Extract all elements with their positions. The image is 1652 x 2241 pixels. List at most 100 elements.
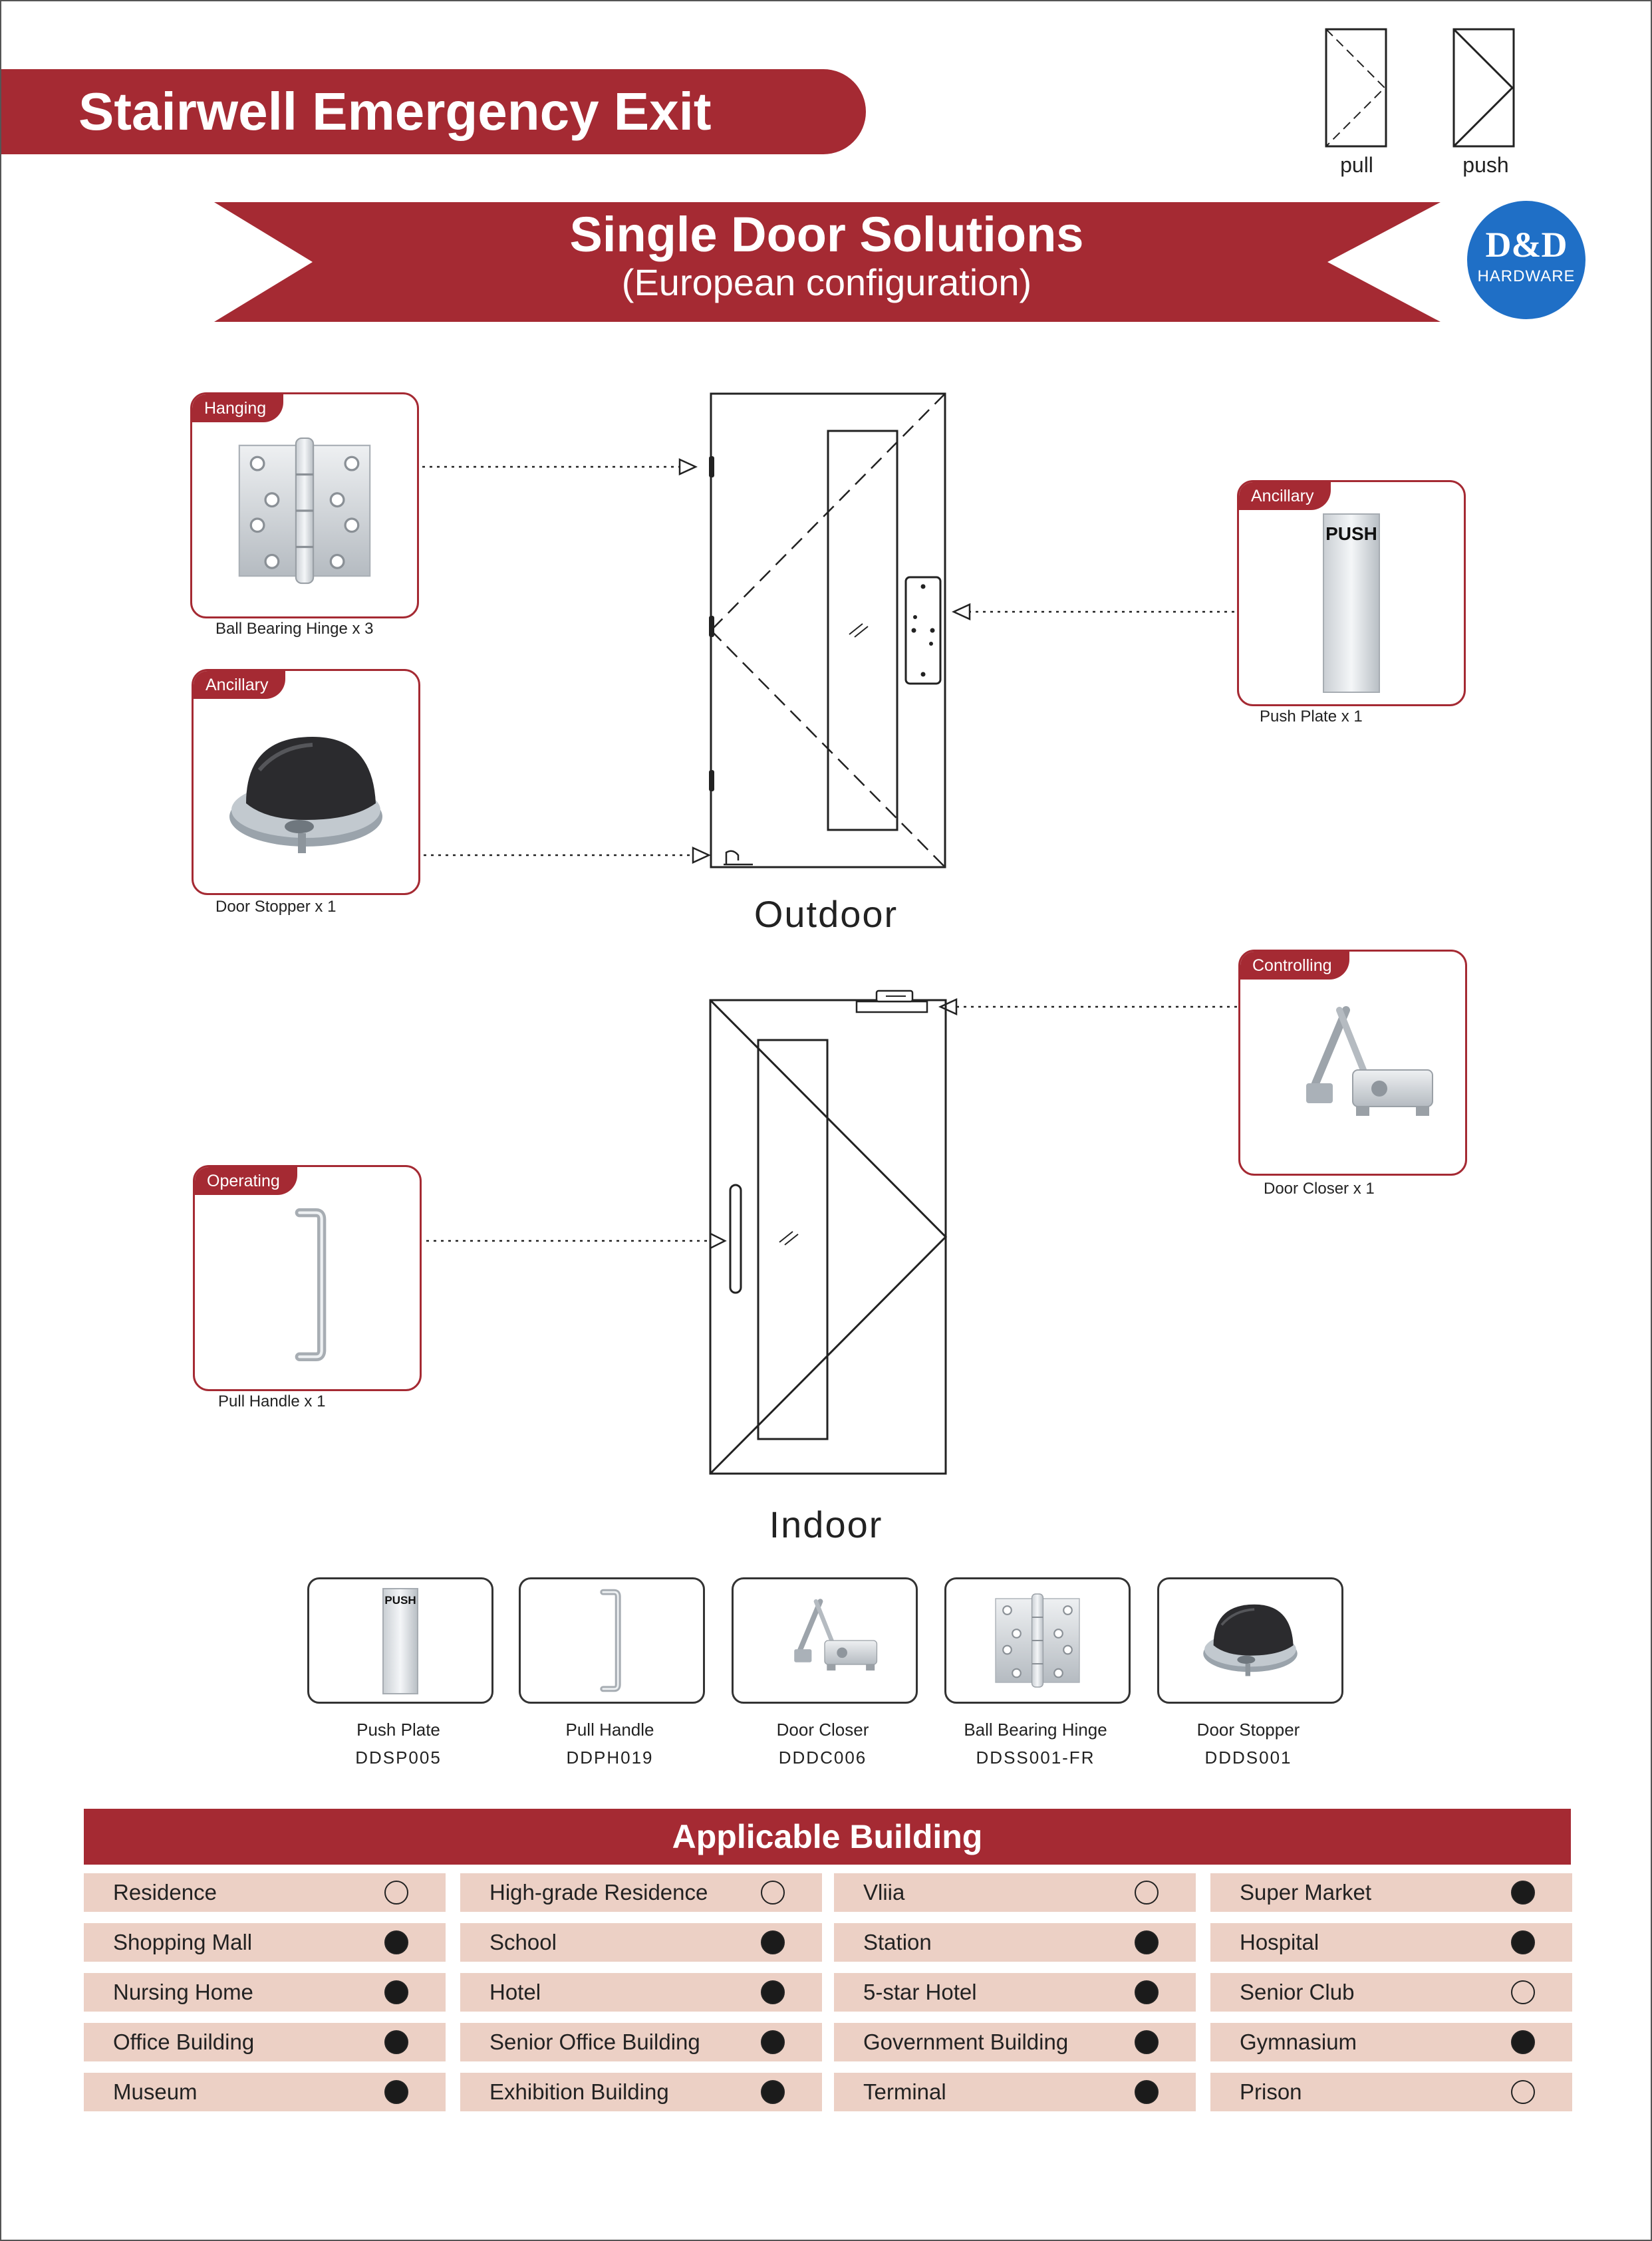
filled-circle-icon bbox=[384, 2080, 408, 2104]
applicable-row: School bbox=[460, 1923, 822, 1962]
push-legend-label: push bbox=[1462, 153, 1509, 177]
outdoor-door-diagram bbox=[709, 392, 946, 868]
building-name: Senior Office Building bbox=[489, 2030, 700, 2054]
empty-circle-icon bbox=[761, 1881, 785, 1905]
push-legend-icon bbox=[1452, 28, 1515, 148]
callout-hanging: Hanging bbox=[190, 392, 419, 618]
building-name: Terminal bbox=[863, 2079, 946, 2104]
filled-circle-icon bbox=[1135, 1980, 1159, 2004]
ribbon-banner bbox=[214, 202, 1441, 322]
door-closer-icon bbox=[734, 1579, 916, 1702]
applicable-row: Exhibition Building bbox=[460, 2073, 822, 2111]
ribbon-title: Single Door Solutions bbox=[569, 207, 1084, 262]
applicable-row: High-grade Residence bbox=[460, 1873, 822, 1912]
page-title: Stairwell Emergency Exit bbox=[78, 82, 712, 141]
push-plate-icon bbox=[382, 1588, 418, 1694]
pull-handle-icon bbox=[195, 1167, 420, 1389]
filled-circle-icon bbox=[761, 2030, 785, 2054]
push-plate-icon bbox=[1323, 513, 1380, 693]
filled-circle-icon bbox=[1135, 2080, 1159, 2104]
callout-controlling: Controlling bbox=[1238, 950, 1467, 1176]
door-closer-icon bbox=[1240, 952, 1465, 1174]
applicable-row: Government Building bbox=[834, 2023, 1196, 2061]
callout-caption: Ball Bearing Hinge x 3 bbox=[215, 620, 374, 638]
building-name: Vliia bbox=[863, 1880, 905, 1905]
filled-circle-icon bbox=[1135, 2030, 1159, 2054]
building-name: Government Building bbox=[863, 2030, 1069, 2054]
filled-circle-icon bbox=[761, 1930, 785, 1954]
applicable-row: Residence bbox=[84, 1873, 446, 1912]
product-code: DDSP005 bbox=[355, 1748, 442, 1768]
brand-logo-main: D&D bbox=[1485, 225, 1568, 265]
applicable-row: Senior Office Building bbox=[460, 2023, 822, 2061]
building-name: Hospital bbox=[1240, 1930, 1319, 1954]
product-code: DDDC006 bbox=[778, 1748, 867, 1768]
empty-circle-icon bbox=[384, 1881, 408, 1905]
building-name: Shopping Mall bbox=[113, 1930, 253, 1954]
applicable-header bbox=[84, 1809, 1571, 1865]
applicable-row: Senior Club bbox=[1210, 1973, 1572, 2012]
applicable-title: Applicable Building bbox=[672, 1818, 983, 1855]
callout-tag: Operating bbox=[195, 1167, 297, 1195]
filled-circle-icon bbox=[761, 2080, 785, 2104]
filled-circle-icon bbox=[1511, 1881, 1535, 1905]
filled-circle-icon bbox=[761, 1980, 785, 2004]
building-name: Super Market bbox=[1240, 1880, 1372, 1905]
applicable-row: Shopping Mall bbox=[84, 1923, 446, 1962]
callout-tag: Controlling bbox=[1240, 952, 1349, 980]
building-name: Station bbox=[863, 1930, 932, 1954]
product-door-closer bbox=[732, 1577, 918, 1704]
pull-legend-icon bbox=[1325, 28, 1387, 148]
product-ball-bearing-hinge bbox=[944, 1577, 1131, 1704]
building-name: School bbox=[489, 1930, 557, 1954]
product-code: DDDS001 bbox=[1204, 1748, 1292, 1768]
callout-caption: Door Closer x 1 bbox=[1264, 1180, 1375, 1198]
product-pull-handle bbox=[519, 1577, 705, 1704]
ball-bearing-hinge-icon bbox=[994, 1593, 1081, 1688]
building-name: High-grade Residence bbox=[489, 1880, 708, 1905]
callout-caption: Pull Handle x 1 bbox=[218, 1392, 326, 1410]
empty-circle-icon bbox=[1511, 1980, 1535, 2004]
product-name: Ball Bearing Hinge bbox=[964, 1720, 1107, 1740]
applicable-row: 5-star Hotel bbox=[834, 1973, 1196, 2012]
pull-handle-icon bbox=[521, 1579, 703, 1702]
brand-logo: D&D HARDWARE bbox=[1467, 201, 1585, 319]
product-code: DDPH019 bbox=[566, 1748, 654, 1768]
applicable-row: Terminal bbox=[834, 2073, 1196, 2111]
title-banner bbox=[1, 69, 866, 154]
callout-operating: Operating bbox=[193, 1165, 422, 1391]
filled-circle-icon bbox=[384, 1930, 408, 1954]
applicable-row: Gymnasium bbox=[1210, 2023, 1572, 2061]
callout-tag: Ancillary bbox=[1239, 482, 1331, 510]
callout-ancillary-push-plate: Ancillary PUSH bbox=[1237, 480, 1466, 706]
filled-circle-icon bbox=[1511, 2030, 1535, 2054]
callout-ancillary-stopper: Ancillary bbox=[192, 669, 420, 895]
door-stopper-icon bbox=[194, 671, 418, 893]
applicable-row: Station bbox=[834, 1923, 1196, 1962]
filled-circle-icon bbox=[384, 1980, 408, 2004]
building-name: Prison bbox=[1240, 2079, 1302, 2104]
applicable-row: Office Building bbox=[84, 2023, 446, 2061]
ball-bearing-hinge-icon bbox=[238, 437, 371, 585]
door-stopper-icon bbox=[1159, 1579, 1341, 1702]
outdoor-label: Outdoor bbox=[754, 893, 898, 935]
applicable-row: Nursing Home bbox=[84, 1973, 446, 2012]
product-door-stopper bbox=[1157, 1577, 1343, 1704]
product-push-plate: PUSH bbox=[307, 1577, 493, 1704]
push-plate-text: PUSH bbox=[384, 1594, 416, 1607]
applicable-row: Prison bbox=[1210, 2073, 1572, 2111]
building-name: Gymnasium bbox=[1240, 2030, 1357, 2054]
building-name: Nursing Home bbox=[113, 1980, 253, 2004]
brand-logo-sub: HARDWARE bbox=[1477, 267, 1576, 285]
indoor-label: Indoor bbox=[769, 1504, 883, 1545]
product-name: Door Stopper bbox=[1196, 1720, 1300, 1740]
building-name: Hotel bbox=[489, 1980, 541, 2004]
building-name: 5-star Hotel bbox=[863, 1980, 977, 2004]
building-name: Museum bbox=[113, 2079, 198, 2104]
filled-circle-icon bbox=[384, 2030, 408, 2054]
ribbon-subtitle: (European configuration) bbox=[621, 261, 1032, 303]
pull-legend-label: pull bbox=[1340, 153, 1373, 177]
applicable-row: Hotel bbox=[460, 1973, 822, 2012]
product-name: Door Closer bbox=[776, 1720, 869, 1740]
